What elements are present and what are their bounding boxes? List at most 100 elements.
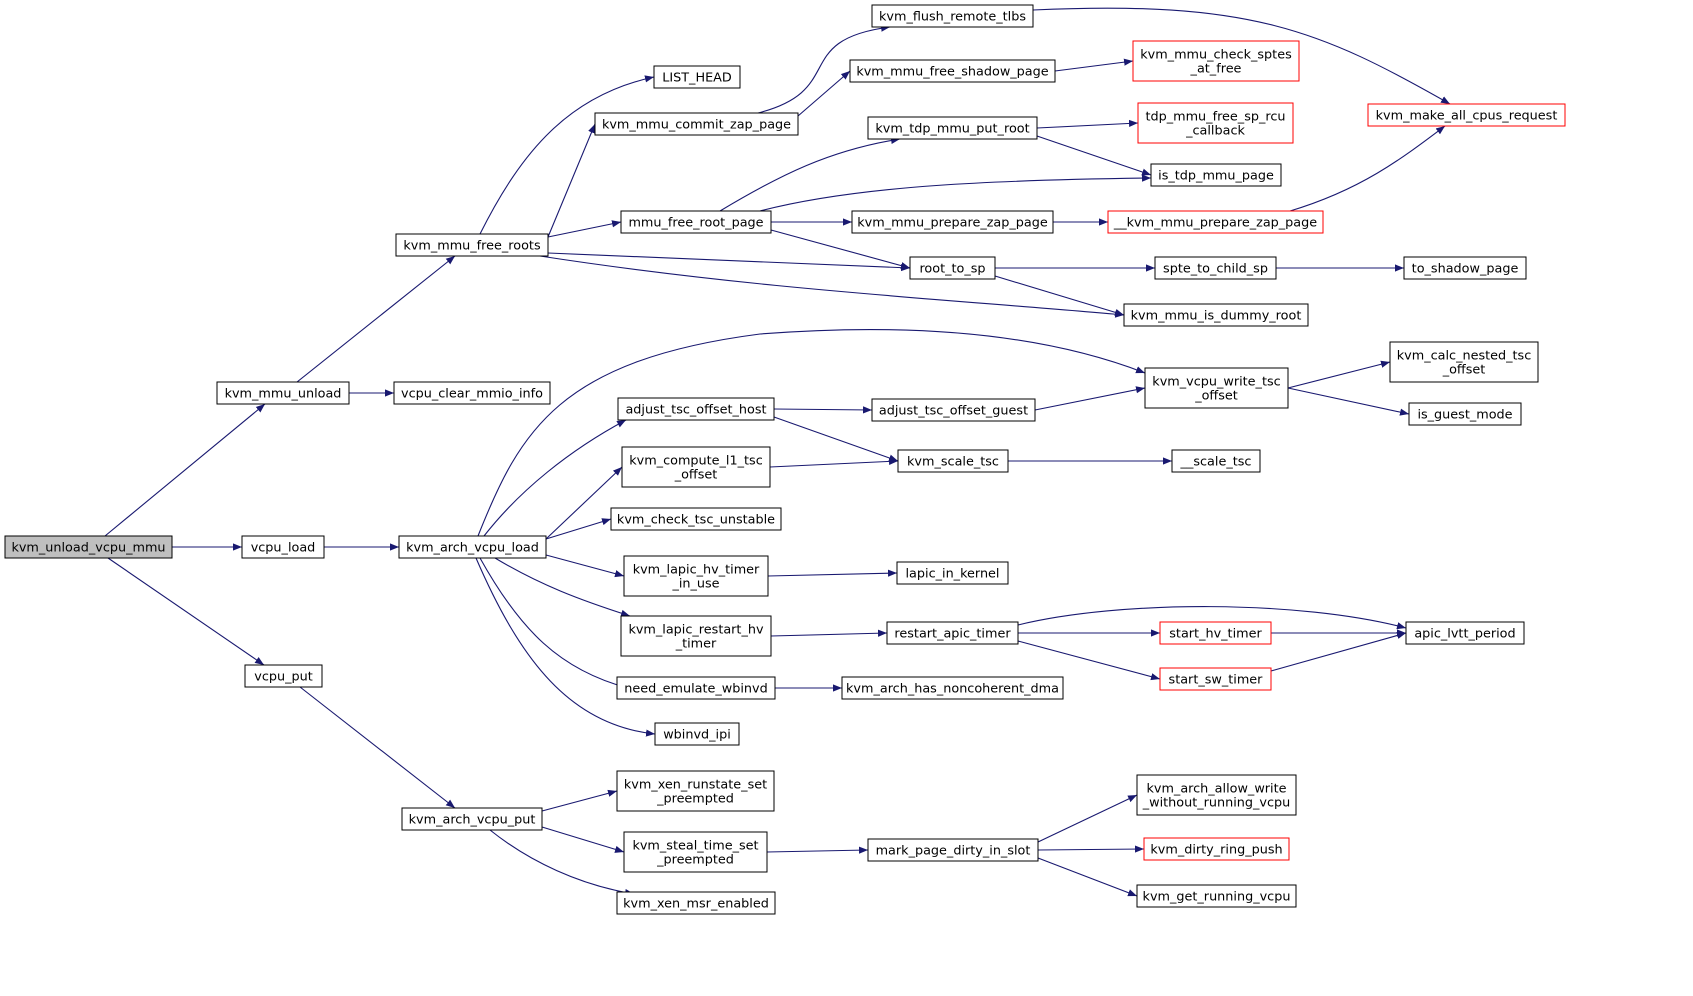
node-box (1143, 837, 1290, 861)
edge-kvm_arch_vcpu_put-to-kvm_xen_msr_enabled (489, 829, 635, 897)
node-start_sw_timer[interactable]: start_sw_timer (1159, 667, 1272, 691)
node-kvm_mmu_check_sptes_at_free[interactable]: kvm_mmu_check_sptes_at_free (1132, 40, 1300, 82)
node-tdp_mmu_free_sp_rcu_callback[interactable]: tdp_mmu_free_sp_rcu_callback (1137, 102, 1294, 144)
node-box (623, 555, 769, 597)
node-box (393, 381, 551, 405)
node-label: kvm_lapic_hv_timer (633, 563, 760, 578)
node-kvm_vcpu_write_tsc_offset[interactable]: kvm_vcpu_write_tsc_offset (1144, 367, 1289, 409)
node-label: kvm_get_running_vcpu (1143, 890, 1291, 905)
node-kvm_unload_vcpu_mmu[interactable]: kvm_unload_vcpu_mmu (4, 535, 173, 559)
node-LIST_HEAD[interactable]: LIST_HEAD (653, 65, 741, 89)
node-label: root_to_sp (919, 262, 985, 277)
edge-kvm_arch_vcpu_load-to-need_emulate_wbinvd (479, 557, 629, 690)
node-kvm_scale_tsc[interactable]: kvm_scale_tsc (897, 449, 1009, 473)
node-kvm_compute_l1_tsc_offset[interactable]: kvm_compute_l1_tsc_offset (621, 446, 771, 488)
node-kvm_make_all_cpus_request[interactable]: kvm_make_all_cpus_request (1367, 103, 1566, 127)
node-start_hv_timer[interactable]: start_hv_timer (1159, 621, 1272, 645)
node-box (244, 664, 323, 688)
node-label: _preempted (656, 853, 734, 868)
node-box (4, 535, 173, 559)
node-apic_lvtt_period[interactable]: apic_lvtt_period (1405, 621, 1525, 645)
node-kvm_mmu_free_shadow_page[interactable]: kvm_mmu_free_shadow_page (849, 59, 1056, 83)
node-box (1107, 210, 1324, 234)
node-label: kvm_vcpu_write_tsc (1152, 375, 1280, 390)
node-is_tdp_mmu_page[interactable]: is_tdp_mmu_page (1150, 163, 1282, 187)
node-mmu_free_root_page[interactable]: mmu_free_root_page (620, 210, 772, 234)
edge-kvm_arch_vcpu_load-to-kvm_check_tsc_unstable (545, 518, 612, 540)
node-label: kvm_xen_runstate_set (624, 778, 767, 793)
node-box (1123, 303, 1309, 327)
node-label: kvm_lapic_restart_hv (628, 623, 764, 638)
node-label: kvm_tdp_mmu_put_root (875, 122, 1029, 137)
node-lapic_in_kernel[interactable]: lapic_in_kernel (896, 561, 1009, 585)
node-to_shadow_page[interactable]: to_shadow_page (1403, 256, 1527, 280)
node-need_emulate_wbinvd[interactable]: need_emulate_wbinvd (616, 676, 776, 700)
node-is_guest_mode[interactable]: is_guest_mode (1408, 402, 1522, 426)
node-box (849, 59, 1056, 83)
node-kvm_lapic_hv_timer_in_use[interactable]: kvm_lapic_hv_timer_in_use (623, 555, 769, 597)
node-label: tdp_mmu_free_sp_rcu (1145, 110, 1285, 125)
node-adjust_tsc_offset_host[interactable]: adjust_tsc_offset_host (617, 397, 775, 421)
node-__kvm_mmu_prepare_zap_page[interactable]: __kvm_mmu_prepare_zap_page (1107, 210, 1324, 234)
node-kvm_mmu_prepare_zap_page[interactable]: kvm_mmu_prepare_zap_page (851, 210, 1054, 234)
node-adjust_tsc_offset_guest[interactable]: adjust_tsc_offset_guest (871, 398, 1036, 422)
node-kvm_lapic_restart_hv_timer[interactable]: kvm_lapic_restart_hv_timer (620, 615, 772, 657)
node-box (621, 446, 771, 488)
node-wbinvd_ipi[interactable]: wbinvd_ipi (654, 722, 740, 746)
node-box (653, 65, 741, 89)
node-kvm_xen_runstate_set_preempted[interactable]: kvm_xen_runstate_set_preempted (616, 770, 775, 812)
edge-adjust_tsc_offset_host-to-adjust_tsc_offset_guest (773, 406, 873, 414)
node-spte_to_child_sp[interactable]: spte_to_child_sp (1154, 256, 1277, 280)
node-label: restart_apic_timer (894, 627, 1011, 642)
node-vcpu_clear_mmio_info[interactable]: vcpu_clear_mmio_info (393, 381, 551, 405)
node-kvm_mmu_unload[interactable]: kvm_mmu_unload (216, 381, 350, 405)
node-label: wbinvd_ipi (663, 728, 731, 743)
node-label: vcpu_put (254, 670, 313, 685)
edge-restart_apic_timer-to-apic_lvtt_period (1017, 606, 1407, 630)
node-label: _callback (1185, 124, 1245, 139)
node-kvm_arch_vcpu_load[interactable]: kvm_arch_vcpu_load (398, 535, 547, 559)
node-kvm_steal_time_set_preempted[interactable]: kvm_steal_time_set_preempted (623, 831, 768, 873)
node-__scale_tsc[interactable]: __scale_tsc (1171, 449, 1261, 473)
edge-mmu_free_root_page-to-root_to_sp (770, 229, 911, 270)
edge-vcpu_put-to-kvm_arch_vcpu_put (299, 686, 456, 809)
edge-kvm_mmu_free_shadow_page-to-kvm_mmu_check_sptes_at_free (1054, 58, 1134, 72)
node-label: is_guest_mode (1417, 408, 1512, 423)
node-box (896, 561, 1009, 585)
node-box (395, 233, 549, 257)
node-vcpu_put[interactable]: vcpu_put (244, 664, 323, 688)
node-box (1137, 102, 1294, 144)
node-box (867, 116, 1038, 140)
node-kvm_mmu_free_roots[interactable]: kvm_mmu_free_roots (395, 233, 549, 257)
node-kvm_tdp_mmu_put_root[interactable]: kvm_tdp_mmu_put_root (867, 116, 1038, 140)
node-root_to_sp[interactable]: root_to_sp (909, 256, 996, 280)
node-label: kvm_arch_vcpu_load (406, 541, 539, 556)
node-kvm_mmu_commit_zap_page[interactable]: kvm_mmu_commit_zap_page (594, 112, 799, 136)
node-label: kvm_mmu_unload (225, 387, 342, 402)
node-kvm_xen_msr_enabled[interactable]: kvm_xen_msr_enabled (616, 891, 776, 915)
edge-mmu_free_root_page-to-is_tdp_mmu_page (759, 174, 1152, 212)
edge-kvm_lapic_restart_hv_timer-to-restart_apic_timer (770, 629, 888, 637)
node-restart_apic_timer[interactable]: restart_apic_timer (886, 621, 1019, 645)
node-label: kvm_scale_tsc (907, 455, 999, 470)
node-kvm_mmu_is_dummy_root[interactable]: kvm_mmu_is_dummy_root (1123, 303, 1309, 327)
node-box (1132, 40, 1300, 82)
node-box (909, 256, 996, 280)
edge-kvm_mmu_unload-to-kvm_mmu_free_roots (296, 255, 456, 383)
node-box (616, 676, 776, 700)
node-box (871, 4, 1034, 28)
node-kvm_calc_nested_tsc_offset[interactable]: kvm_calc_nested_tsc_offset (1389, 341, 1539, 383)
edge-kvm_mmu_free_roots-to-LIST_HEAD (479, 75, 655, 235)
node-kvm_get_running_vcpu[interactable]: kvm_get_running_vcpu (1136, 884, 1297, 908)
node-label: start_hv_timer (1169, 627, 1262, 642)
node-mark_page_dirty_in_slot[interactable]: mark_page_dirty_in_slot (867, 838, 1039, 862)
node-kvm_arch_vcpu_put[interactable]: kvm_arch_vcpu_put (401, 807, 543, 831)
edge-kvm_unload_vcpu_mmu-to-kvm_mmu_unload (104, 403, 266, 537)
node-kvm_dirty_ring_push[interactable]: kvm_dirty_ring_push (1143, 837, 1290, 861)
node-kvm_flush_remote_tlbs[interactable]: kvm_flush_remote_tlbs (871, 4, 1034, 28)
node-box (1389, 341, 1539, 383)
node-kvm_check_tsc_unstable[interactable]: kvm_check_tsc_unstable (610, 507, 782, 531)
node-vcpu_load[interactable]: vcpu_load (241, 535, 325, 559)
node-kvm_arch_has_noncoherent_dma[interactable]: kvm_arch_has_noncoherent_dma (841, 676, 1064, 700)
node-kvm_arch_allow_write_without_running_vcpu[interactable]: kvm_arch_allow_write_without_running_vcp… (1136, 774, 1297, 816)
